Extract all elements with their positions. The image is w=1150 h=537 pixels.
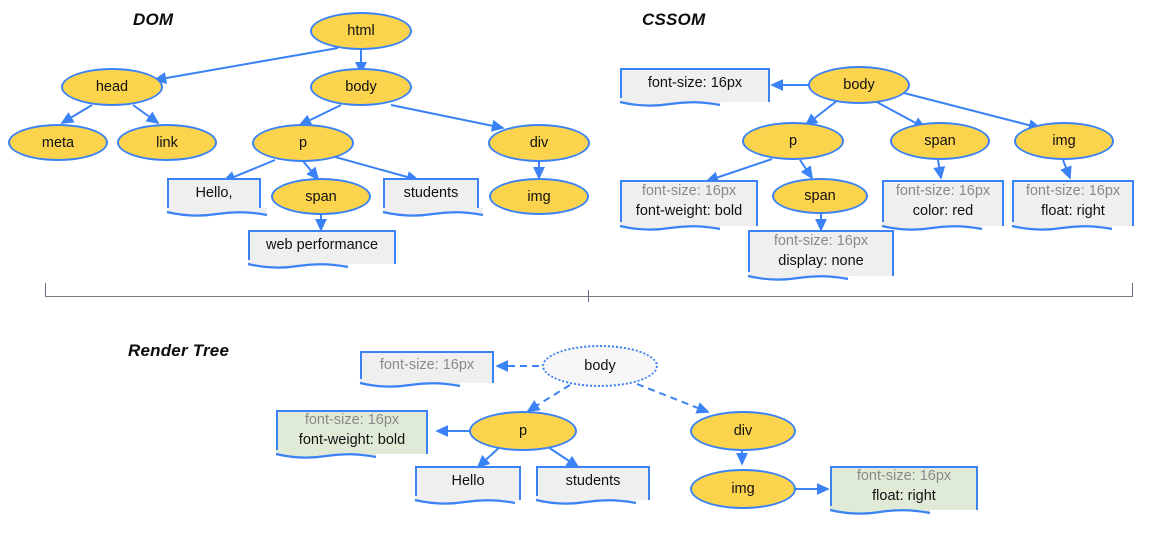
- cssom-node-span-child[interactable]: span: [772, 178, 868, 214]
- render-rule-body-line1: font-size: 16px: [379, 356, 475, 373]
- dom-node-img[interactable]: img: [489, 178, 589, 215]
- render-rule-body: font-size: 16px: [359, 351, 494, 388]
- cssom-rule-img: font-size: 16px float: right: [1011, 180, 1134, 231]
- dom-text-students-label: students: [403, 184, 459, 201]
- divider-tick-left: [45, 283, 46, 296]
- dom-node-div[interactable]: div: [488, 124, 590, 162]
- cssom-rule-body-line1: font-size: 16px: [647, 74, 743, 91]
- render-rule-p: font-size: 16px font-weight: bold: [275, 410, 428, 459]
- render-rule-img-line2: float: right: [872, 487, 936, 504]
- wave-edge: [166, 208, 268, 217]
- dom-text-students: students: [382, 178, 484, 217]
- dom-node-link[interactable]: link: [117, 124, 217, 161]
- wave-edge: [619, 222, 721, 231]
- cssom-rule-span-child-line1: font-size: 16px: [773, 232, 869, 249]
- wave-edge: [535, 496, 637, 505]
- cssom-rule-span-line2: color: red: [912, 202, 974, 219]
- wave-edge: [619, 98, 721, 107]
- wave-edge: [747, 272, 849, 281]
- render-node-img[interactable]: img: [690, 469, 796, 509]
- render-rule-img-line1: font-size: 16px: [856, 467, 952, 484]
- cssom-rule-span: font-size: 16px color: red: [881, 180, 1004, 231]
- wave-edge: [359, 379, 461, 388]
- render-text-hello-label: Hello: [451, 472, 485, 489]
- dom-text-web-performance-label: web performance: [265, 236, 379, 253]
- cssom-node-p[interactable]: p: [742, 122, 844, 160]
- cssom-node-span[interactable]: span: [890, 122, 990, 160]
- render-node-body[interactable]: body: [542, 345, 658, 387]
- render-rule-p-line1: font-size: 16px: [304, 411, 400, 428]
- render-node-div[interactable]: div: [690, 411, 796, 451]
- dom-node-body[interactable]: body: [310, 68, 412, 106]
- dom-node-p[interactable]: p: [252, 124, 354, 162]
- wave-edge: [247, 260, 349, 269]
- cssom-rule-p: font-size: 16px font-weight: bold: [619, 180, 758, 231]
- render-text-students: students: [535, 466, 650, 505]
- cssom-rule-span-line1: font-size: 16px: [895, 182, 991, 199]
- render-node-p[interactable]: p: [469, 411, 577, 451]
- cssom-rule-img-line1: font-size: 16px: [1025, 182, 1121, 199]
- wave-edge: [382, 208, 484, 217]
- wave-edge: [414, 496, 516, 505]
- cssom-rule-p-line1: font-size: 16px: [641, 182, 737, 199]
- render-rule-p-line2: font-weight: bold: [298, 431, 406, 448]
- cssom-rule-p-line2: font-weight: bold: [635, 202, 743, 219]
- render-text-students-label: students: [565, 472, 621, 489]
- cssom-node-img[interactable]: img: [1014, 122, 1114, 160]
- cssom-rule-body: font-size: 16px: [619, 68, 770, 107]
- dom-node-head[interactable]: head: [61, 68, 163, 106]
- dom-node-html[interactable]: html: [310, 12, 412, 50]
- divider-tick-center: [588, 290, 589, 302]
- cssom-node-body[interactable]: body: [808, 66, 910, 104]
- wave-edge: [1011, 222, 1113, 231]
- divider-tick-right: [1132, 283, 1133, 296]
- render-rule-img: font-size: 16px float: right: [829, 466, 978, 515]
- section-title-cssom: CSSOM: [642, 10, 706, 29]
- cssom-rule-img-line2: float: right: [1041, 202, 1105, 219]
- wave-edge: [829, 506, 931, 515]
- dom-node-span[interactable]: span: [271, 178, 371, 215]
- section-title-dom: DOM: [133, 10, 174, 29]
- section-title-render-tree: Render Tree: [128, 341, 230, 360]
- render-text-hello: Hello: [414, 466, 521, 505]
- section-divider: [45, 296, 1133, 297]
- wave-edge: [881, 222, 983, 231]
- cssom-rule-span-child: font-size: 16px display: none: [747, 230, 894, 281]
- dom-text-hello-label: Hello,: [195, 184, 233, 201]
- dom-text-web-performance: web performance: [247, 230, 396, 269]
- dom-text-hello: Hello,: [166, 178, 268, 217]
- cssom-rule-span-child-line2: display: none: [778, 252, 864, 269]
- wave-edge: [275, 450, 377, 459]
- dom-node-meta[interactable]: meta: [8, 124, 108, 161]
